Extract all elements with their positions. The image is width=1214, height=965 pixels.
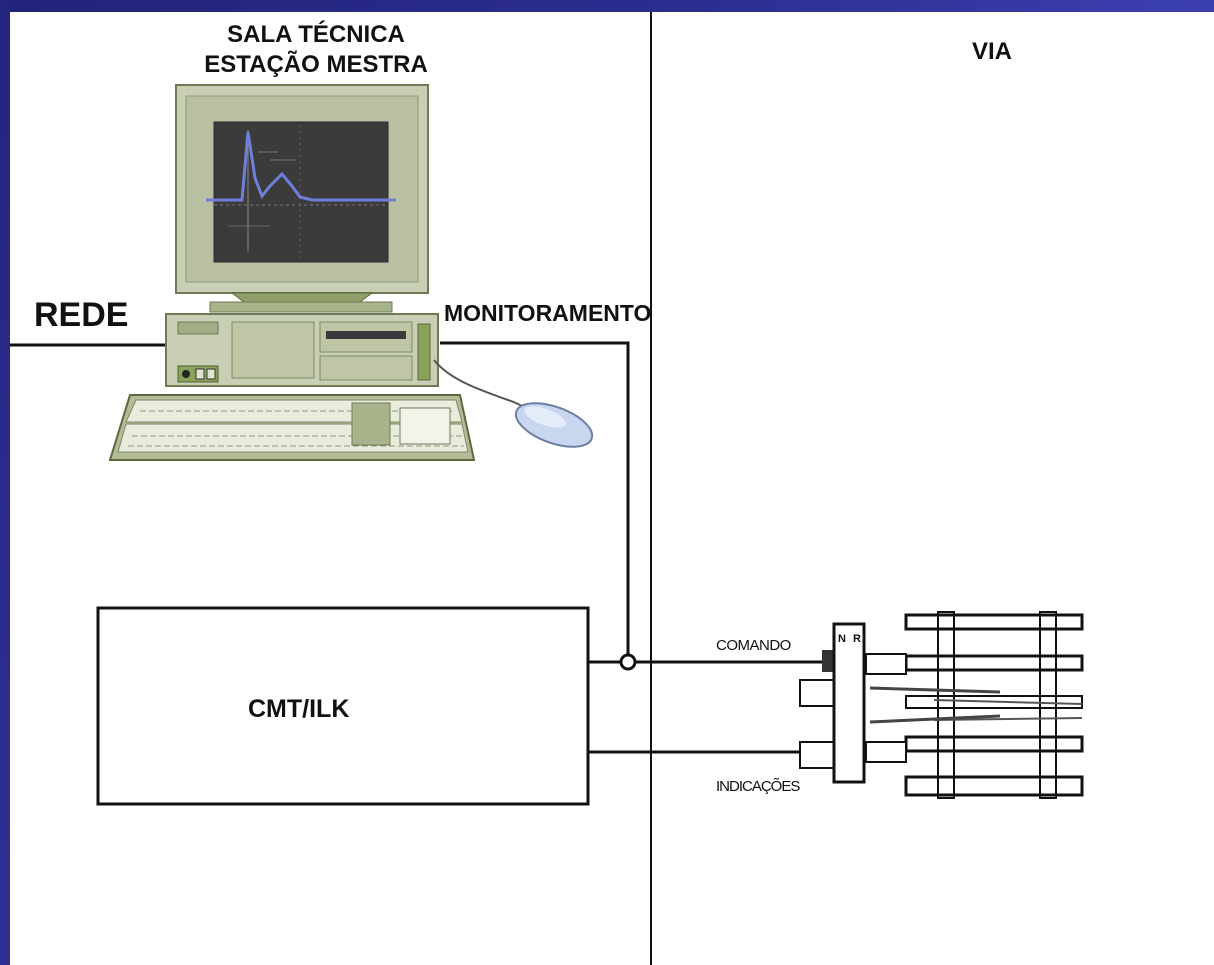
title-sala-tecnica: SALA TÉCNICA ESTAÇÃO MESTRA <box>182 20 450 80</box>
screen-plot-curve <box>206 131 396 202</box>
label-cmt-ilk: CMT/ILK <box>248 695 350 723</box>
title-line-2: ESTAÇÃO MESTRA <box>204 51 428 78</box>
track-switch-icon: N R <box>799 611 1084 799</box>
label-monitoramento: MONITORAMENTO <box>444 300 652 326</box>
keyboard-icon <box>108 394 476 461</box>
label-via: VIA <box>972 38 1013 65</box>
label-comando: COMANDO <box>716 637 791 654</box>
slide-frame-top <box>0 0 1214 12</box>
label-rede: REDE <box>34 296 129 334</box>
switch-label-n: N <box>838 633 846 645</box>
slide-frame-left <box>0 0 10 965</box>
monitor-screen <box>213 121 389 263</box>
title-line-1: SALA TÉCNICA <box>227 21 405 48</box>
switch-machine <box>832 622 866 784</box>
monitoring-line <box>440 341 630 655</box>
monitoring-junction <box>619 653 637 671</box>
computer-workstation-icon <box>165 84 439 387</box>
switch-label-r: R <box>853 633 861 645</box>
label-indicacoes: INDICAÇÕES <box>716 778 800 795</box>
cmt-ilk-box <box>96 606 590 806</box>
mouse-icon <box>433 359 594 448</box>
